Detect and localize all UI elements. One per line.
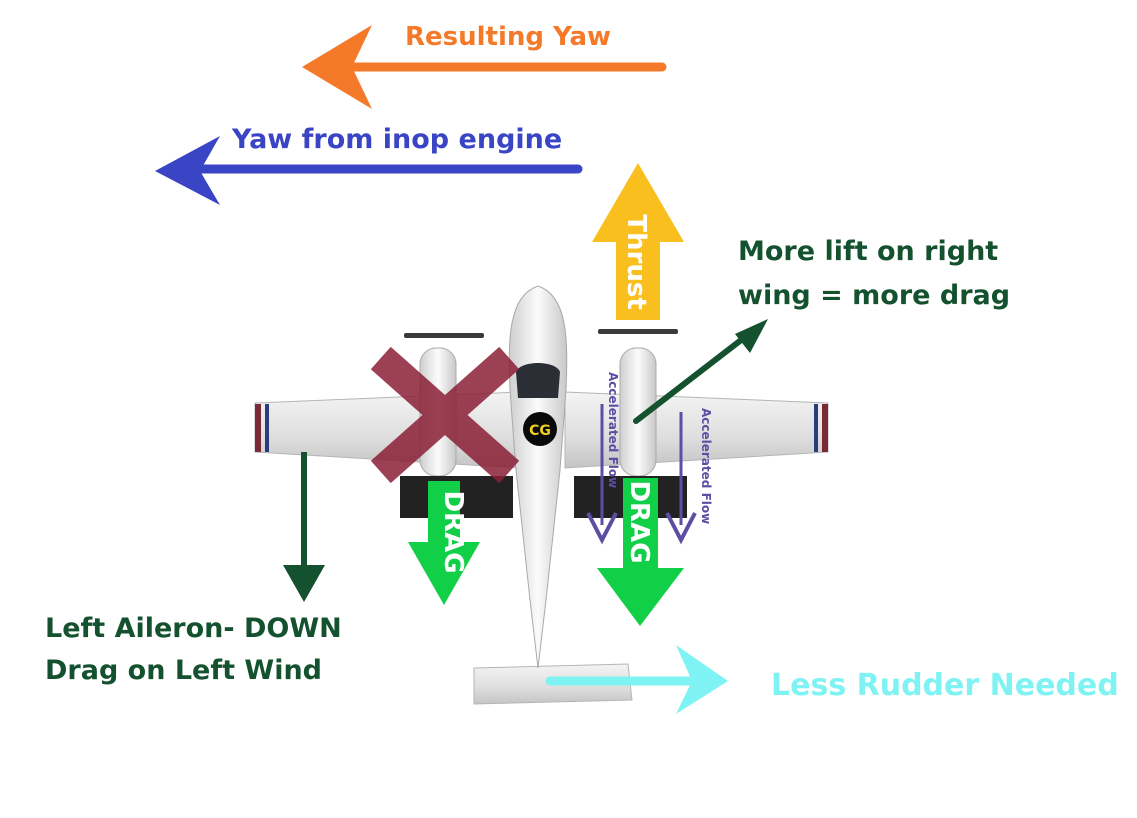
yaw-inop-arrow — [155, 136, 583, 205]
left-propeller — [404, 333, 484, 338]
right-wingtip-stripes — [814, 404, 828, 452]
right-drag-arrow: DRAG — [597, 478, 684, 626]
more-lift-line-1: More lift on right — [738, 236, 999, 267]
resulting-yaw-arrow — [302, 25, 667, 109]
more-lift-arrow — [633, 319, 768, 424]
accelerated-flow-label-2: Accelerated Flow — [699, 408, 713, 524]
left-drag-label: DRAG — [438, 490, 468, 573]
yaw-inop-label: Yaw from inop engine — [232, 124, 563, 155]
cg-label: CG — [529, 423, 551, 439]
more-lift-label: More lift on right wing = more drag — [738, 230, 1010, 318]
cg-marker: CG — [523, 412, 557, 446]
less-rudder-label: Less Rudder Needed — [771, 668, 1119, 703]
right-drag-label: DRAG — [624, 480, 654, 563]
thrust-arrow: Thrust — [592, 163, 684, 320]
less-rudder-arrow — [545, 645, 728, 714]
aileron-label: Left Aileron- DOWN Drag on Left Wind — [45, 608, 342, 692]
more-lift-line-2: wing = more drag — [738, 280, 1011, 311]
fuselage — [508, 285, 568, 669]
left-wingtip-stripes — [255, 404, 269, 452]
right-propeller — [598, 329, 678, 334]
accelerated-flow-arrow-2: Accelerated Flow — [665, 408, 713, 545]
inop-engine-x-icon — [370, 346, 520, 484]
aileron-line-1: Left Aileron- DOWN — [45, 613, 342, 644]
aileron-line-2: Drag on Left Wind — [45, 655, 323, 686]
left-drag-arrow: DRAG — [408, 481, 480, 605]
accelerated-flow-arrow-1: Accelerated Flow — [586, 372, 620, 545]
accelerated-flow-label-1: Accelerated Flow — [606, 372, 620, 488]
resulting-yaw-label: Resulting Yaw — [405, 22, 612, 52]
aileron-down-arrow — [283, 452, 325, 602]
thrust-label: Thrust — [621, 214, 651, 309]
airplane — [254, 285, 829, 705]
cockpit-window — [516, 363, 560, 398]
right-wing — [564, 391, 829, 469]
